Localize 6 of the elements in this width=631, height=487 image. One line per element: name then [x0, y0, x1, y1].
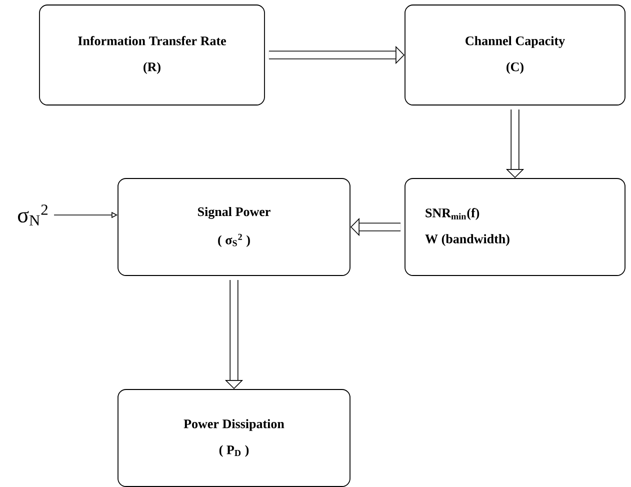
process-box: Channel Capacity (C) — [404, 4, 626, 106]
process-box: Power Dissipation ( P$_{D}$ ) — [118, 389, 350, 487]
process-box: Information Transfer Rate (R) — [39, 4, 265, 106]
symbol-label: σ$_{N}$2 — [18, 204, 48, 226]
process-box: SNR$_{min}$(f) W (bandwidth) — [404, 178, 626, 276]
process-box: Signal Power ( σ$_{S}$$^{2}$ ) — [118, 178, 350, 276]
